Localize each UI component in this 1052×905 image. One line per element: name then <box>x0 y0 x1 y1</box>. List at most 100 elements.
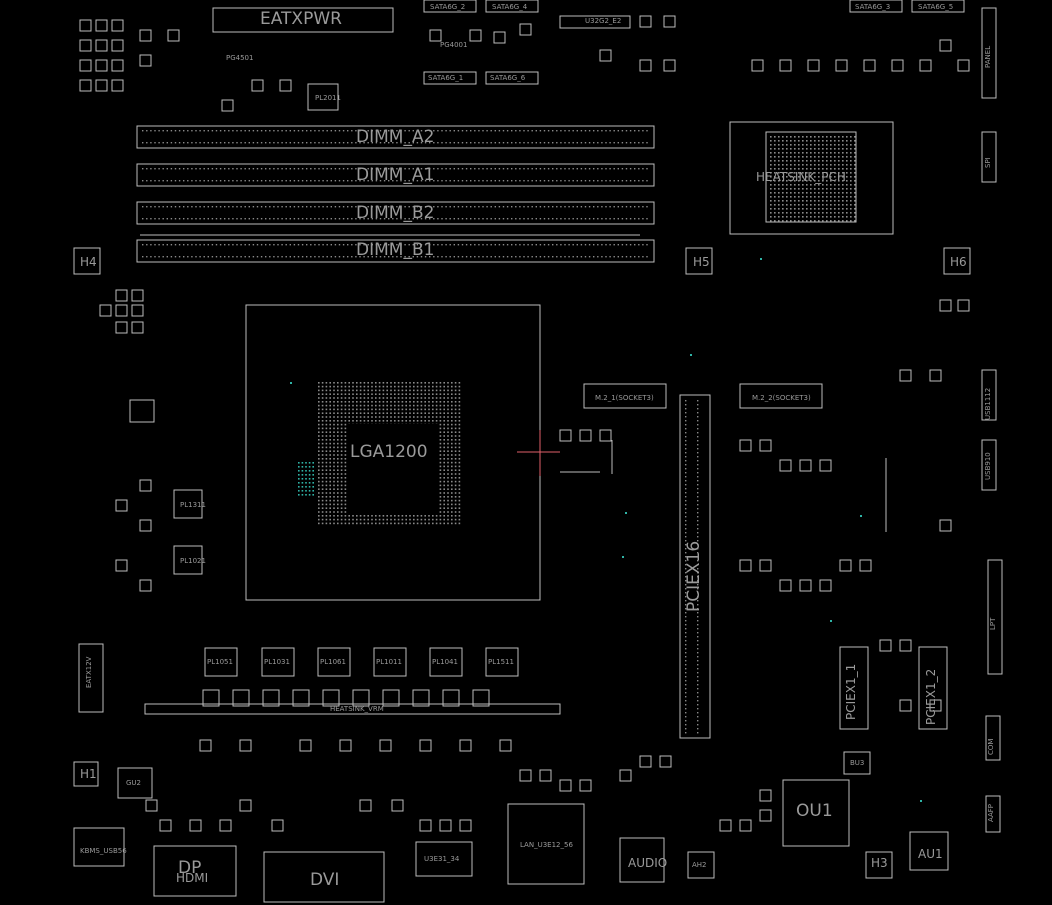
small-component-33 <box>891 59 904 72</box>
small-component-8 <box>95 59 108 72</box>
label-h5: H5 <box>693 255 710 269</box>
label-sata6g-2: SATA6G_2 <box>430 3 466 11</box>
vrm-mosfet-3 <box>262 689 280 707</box>
pch-heatsink-outline <box>729 121 894 235</box>
lpt-header <box>987 559 1003 675</box>
small-component-71 <box>899 699 912 712</box>
small-component-28 <box>751 59 764 72</box>
small-component-37 <box>115 289 128 302</box>
label-h1: H1 <box>80 767 97 781</box>
label-pciex1-1: PCIEX1_1 <box>844 663 858 720</box>
label-eatxpwr: EATXPWR <box>260 9 342 29</box>
small-component-75 <box>739 819 752 832</box>
via-5 <box>860 515 862 517</box>
vrm-mosfet-7 <box>382 689 400 707</box>
pch-chip <box>765 131 857 223</box>
small-component-82 <box>539 769 552 782</box>
label-h3: H3 <box>871 856 888 870</box>
dimm-slot-2 <box>136 163 655 187</box>
label-au1: AU1 <box>918 847 943 861</box>
small-component-10 <box>79 79 92 92</box>
label-pl1021: PL1021 <box>180 557 206 565</box>
label-spi: SPI <box>984 157 992 168</box>
label-usb12: USB1112 <box>984 387 992 420</box>
label-bu3: BU3 <box>850 759 865 767</box>
ah2-connector <box>687 851 715 879</box>
label-dp: DP <box>178 858 202 878</box>
vrm-choke-1 <box>204 647 238 677</box>
sata-connector-6 <box>485 71 539 85</box>
via-7 <box>760 258 762 260</box>
label-dimm-b1: DIMM_B1 <box>356 240 435 260</box>
pciex1-2-slot <box>918 646 948 730</box>
small-component-66 <box>939 299 952 312</box>
small-component-38 <box>131 289 144 302</box>
h6-mount <box>943 247 971 275</box>
small-component-9 <box>111 59 124 72</box>
kbms-port <box>73 827 125 867</box>
small-component-58 <box>759 559 772 572</box>
small-component-19 <box>469 29 482 42</box>
pciex16-slot <box>679 394 711 739</box>
small-component-34 <box>919 59 932 72</box>
label-ou1: OU1 <box>796 801 833 821</box>
small-component-70 <box>879 639 892 652</box>
small-component-81 <box>579 779 592 792</box>
sata-connector-3 <box>849 0 903 13</box>
small-component-77 <box>619 769 632 782</box>
vrm-choke-left-2 <box>173 545 203 575</box>
label-pl1051: PL1051 <box>207 658 233 666</box>
h1-mount <box>73 761 99 787</box>
small-component-50 <box>579 429 592 442</box>
small-component-74 <box>759 809 772 822</box>
eatxpwr-connector <box>212 7 394 33</box>
u32g2-connector <box>559 15 631 29</box>
label-sata6g-5: SATA6G_5 <box>918 3 954 11</box>
small-component-90 <box>239 799 252 812</box>
vrm-mosfet-1 <box>202 689 220 707</box>
small-component-20 <box>429 29 442 42</box>
panel-header <box>981 7 997 99</box>
small-component-95 <box>299 739 312 752</box>
small-component-36 <box>957 59 970 72</box>
small-component-97 <box>379 739 392 752</box>
label-cpu-socket: LGA1200 <box>350 442 428 462</box>
label-h6: H6 <box>950 255 967 269</box>
label-usb910: USB910 <box>984 452 992 480</box>
label-dimm-a2: DIMM_A2 <box>356 127 435 147</box>
au1-chip <box>909 831 949 871</box>
label-pl1311: PL1311 <box>180 501 206 509</box>
label-pl1031: PL1031 <box>264 658 290 666</box>
eatx12v-connector <box>78 643 104 713</box>
small-component-54 <box>779 459 792 472</box>
label-pciex16: PCIEX16 <box>684 540 704 612</box>
via-4 <box>625 512 627 514</box>
small-component-92 <box>189 819 202 832</box>
small-component-29 <box>779 59 792 72</box>
small-component-56 <box>819 459 832 472</box>
label-m2-1: M.2_1(SOCKET3) <box>595 394 654 402</box>
label-hdmi: HDMI <box>176 871 209 885</box>
h3-mount <box>865 851 893 879</box>
dimm-pins-4 <box>142 244 648 258</box>
label-lpt: LPT <box>989 617 997 630</box>
small-component-48 <box>115 559 128 572</box>
m2-2-socket <box>739 383 823 409</box>
small-component-79 <box>659 755 672 768</box>
label-pl2011: PL2011 <box>315 94 341 102</box>
small-component-24 <box>663 15 676 28</box>
small-component-84 <box>459 819 472 832</box>
label-heatsink-vrm: HEATSINK_VRM <box>330 705 384 713</box>
dimm-pins-2 <box>142 168 648 182</box>
label-u32g2: U32G2_E2 <box>585 17 622 25</box>
small-component-89 <box>271 819 284 832</box>
label-dimm-b2: DIMM_B2 <box>356 203 435 223</box>
spi-header <box>981 131 997 183</box>
pciex16-pins <box>685 400 699 734</box>
dimm-slot-4 <box>136 239 655 263</box>
h5-mount <box>685 247 713 275</box>
label-pl1041: PL1041 <box>432 658 458 666</box>
sata-connector-1 <box>423 0 477 13</box>
